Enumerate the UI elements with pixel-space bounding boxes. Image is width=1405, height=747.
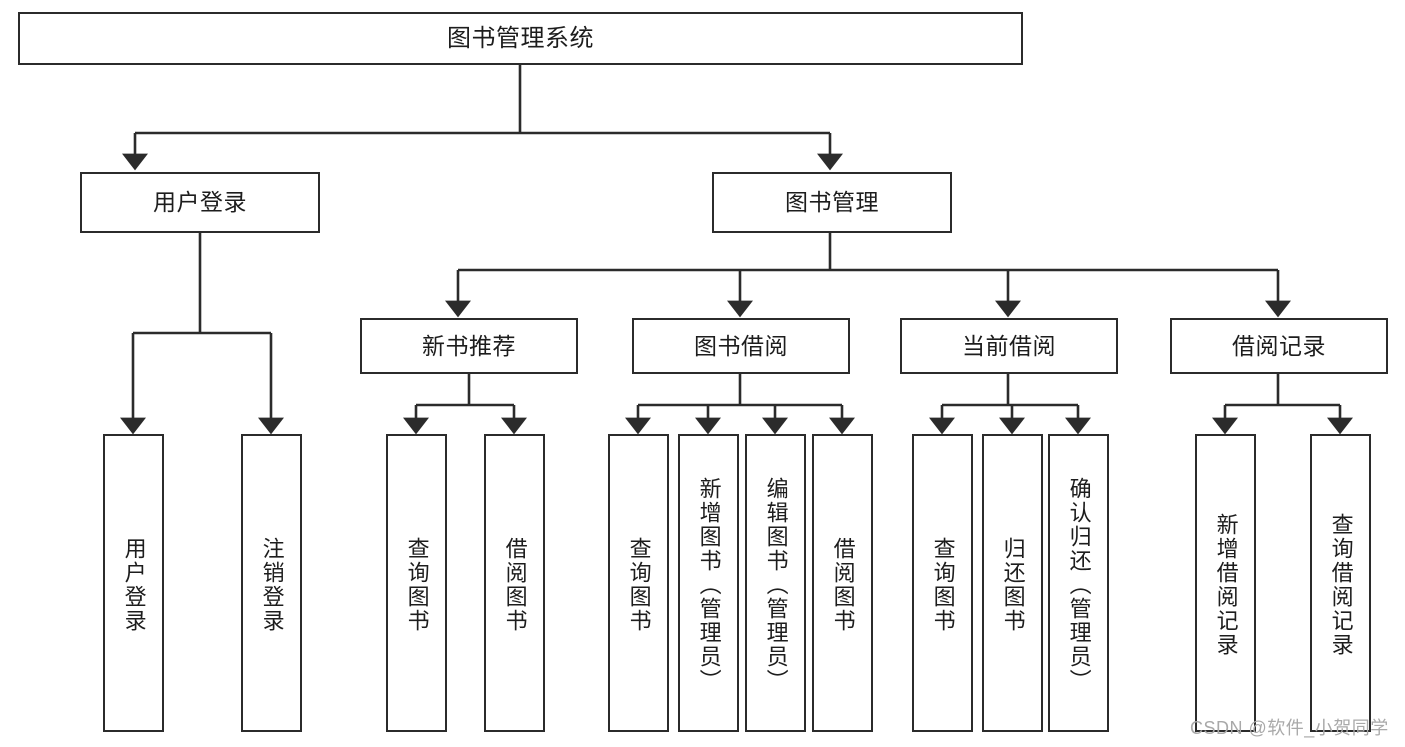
leaf-book-borrow-1[interactable]: 查询图书 bbox=[608, 434, 669, 732]
node-user-login-label: 用户登录 bbox=[153, 189, 247, 216]
leaf-new-book-recommend-1[interactable]: 查询图书 bbox=[386, 434, 447, 732]
csdn-watermark: CSDN @软件_小贺同学 bbox=[1190, 718, 1389, 738]
leaf-book-borrow-4[interactable]: 借阅图书 bbox=[812, 434, 873, 732]
node-new-book-recommend-label: 新书推荐 bbox=[422, 332, 516, 359]
leaf-current-borrow-3-label: 确认归还（管理员） bbox=[1066, 477, 1092, 693]
leaf-current-borrow-2[interactable]: 归还图书 bbox=[982, 434, 1043, 732]
leaf-current-borrow-1-label: 查询图书 bbox=[930, 537, 956, 633]
leaf-user-login-1-label: 用户登录 bbox=[121, 537, 147, 633]
leaf-book-borrow-1-label: 查询图书 bbox=[626, 537, 652, 633]
leaf-new-book-recommend-2[interactable]: 借阅图书 bbox=[484, 434, 545, 732]
node-new-book-recommend[interactable]: 新书推荐 bbox=[360, 318, 578, 374]
leaf-current-borrow-3[interactable]: 确认归还（管理员） bbox=[1048, 434, 1109, 732]
leaf-borrow-record-1[interactable]: 新增借阅记录 bbox=[1195, 434, 1256, 732]
leaf-book-borrow-2[interactable]: 新增图书（管理员） bbox=[678, 434, 739, 732]
leaf-user-login-2-label: 注销登录 bbox=[259, 537, 285, 633]
leaf-borrow-record-2[interactable]: 查询借阅记录 bbox=[1310, 434, 1371, 732]
leaf-new-book-recommend-1-label: 查询图书 bbox=[404, 537, 430, 633]
node-book-manage-label: 图书管理 bbox=[785, 189, 879, 216]
leaf-book-borrow-4-label: 借阅图书 bbox=[830, 537, 856, 633]
leaf-book-borrow-3[interactable]: 编辑图书（管理员） bbox=[745, 434, 806, 732]
leaf-new-book-recommend-2-label: 借阅图书 bbox=[502, 537, 528, 633]
node-book-borrow-label: 图书借阅 bbox=[694, 332, 788, 359]
leaf-current-borrow-2-label: 归还图书 bbox=[1000, 537, 1026, 633]
leaf-user-login-1[interactable]: 用户登录 bbox=[103, 434, 164, 732]
leaf-book-borrow-3-label: 编辑图书（管理员） bbox=[763, 477, 789, 693]
leaf-user-login-2[interactable]: 注销登录 bbox=[241, 434, 302, 732]
leaf-borrow-record-2-label: 查询借阅记录 bbox=[1328, 513, 1354, 657]
node-borrow-record-label: 借阅记录 bbox=[1232, 332, 1326, 359]
node-root-system-label: 图书管理系统 bbox=[447, 24, 594, 52]
node-user-login[interactable]: 用户登录 bbox=[80, 172, 320, 233]
leaf-current-borrow-1[interactable]: 查询图书 bbox=[912, 434, 973, 732]
node-current-borrow[interactable]: 当前借阅 bbox=[900, 318, 1118, 374]
node-book-borrow[interactable]: 图书借阅 bbox=[632, 318, 850, 374]
node-current-borrow-label: 当前借阅 bbox=[962, 332, 1056, 359]
leaf-book-borrow-2-label: 新增图书（管理员） bbox=[696, 477, 722, 693]
node-borrow-record[interactable]: 借阅记录 bbox=[1170, 318, 1388, 374]
node-root-system[interactable]: 图书管理系统 bbox=[18, 12, 1023, 65]
leaf-borrow-record-1-label: 新增借阅记录 bbox=[1213, 513, 1239, 657]
node-book-manage[interactable]: 图书管理 bbox=[712, 172, 952, 233]
